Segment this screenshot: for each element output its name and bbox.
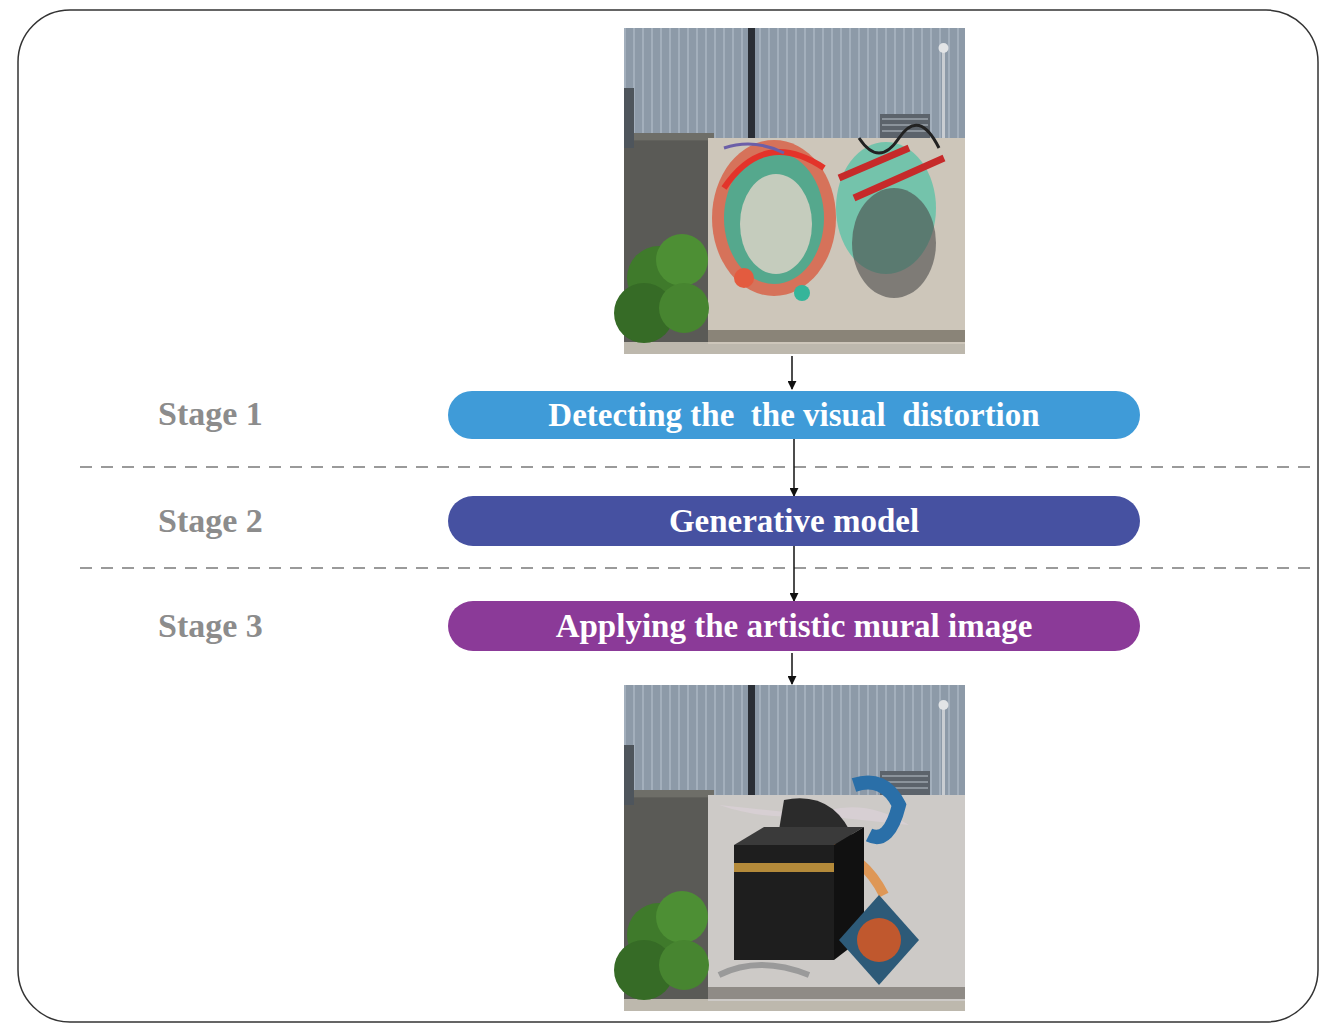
flow-arrow bbox=[793, 439, 795, 496]
stage-box: Detecting the the visual distortion bbox=[448, 391, 1140, 439]
stage-label: Stage 1 bbox=[158, 395, 263, 432]
stage-box: Applying the artistic mural image bbox=[448, 601, 1140, 651]
stage-title: Detecting the the visual distortion bbox=[548, 397, 1039, 433]
stage-title: Applying the artistic mural image bbox=[556, 608, 1033, 644]
stage-box: Generative model bbox=[448, 496, 1140, 546]
flow-arrow bbox=[793, 546, 795, 601]
stage-title: Generative model bbox=[669, 503, 919, 539]
stage-label: Stage 2 bbox=[158, 502, 263, 539]
stage-label: Stage 3 bbox=[158, 607, 263, 644]
